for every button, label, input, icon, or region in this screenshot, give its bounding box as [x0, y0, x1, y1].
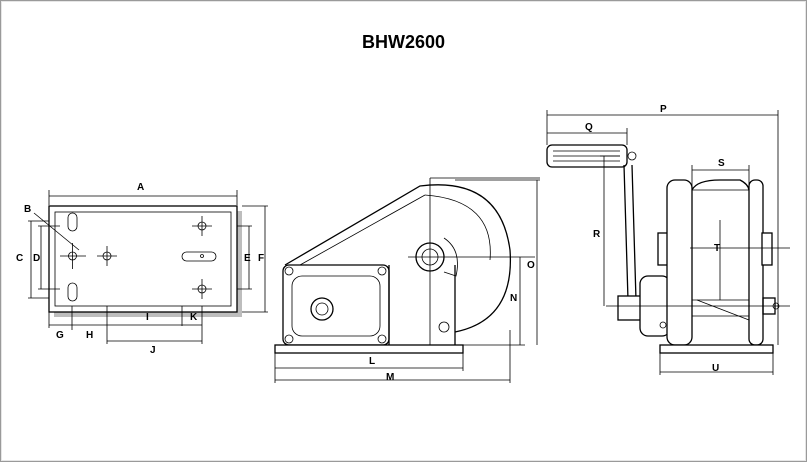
label-K: K [190, 312, 198, 323]
label-E: E [244, 253, 251, 264]
winch-front-view [546, 110, 790, 375]
label-J: J [150, 345, 156, 356]
label-B: B [24, 204, 31, 215]
label-G: G [56, 330, 64, 341]
label-O: O [527, 260, 535, 271]
label-U: U [712, 363, 719, 374]
label-C: C [16, 253, 23, 264]
base-plate-view [28, 190, 268, 344]
label-Q: Q [585, 122, 593, 133]
label-P: P [660, 104, 667, 115]
label-A: A [137, 182, 144, 193]
diagram-title: BHW2600 [361, 32, 446, 52]
label-D: D [33, 253, 40, 264]
winch-side-view [274, 177, 540, 383]
label-I: I [146, 312, 149, 323]
dimension-labels: A B C D E F G H I J K L M N O P Q R S T … [16, 104, 725, 383]
label-M: M [386, 372, 394, 383]
label-H: H [86, 330, 93, 341]
label-N: N [510, 293, 517, 304]
label-F: F [258, 253, 264, 264]
label-R: R [593, 229, 601, 240]
label-T: T [714, 243, 720, 254]
label-L: L [369, 356, 375, 367]
label-S: S [718, 158, 725, 169]
